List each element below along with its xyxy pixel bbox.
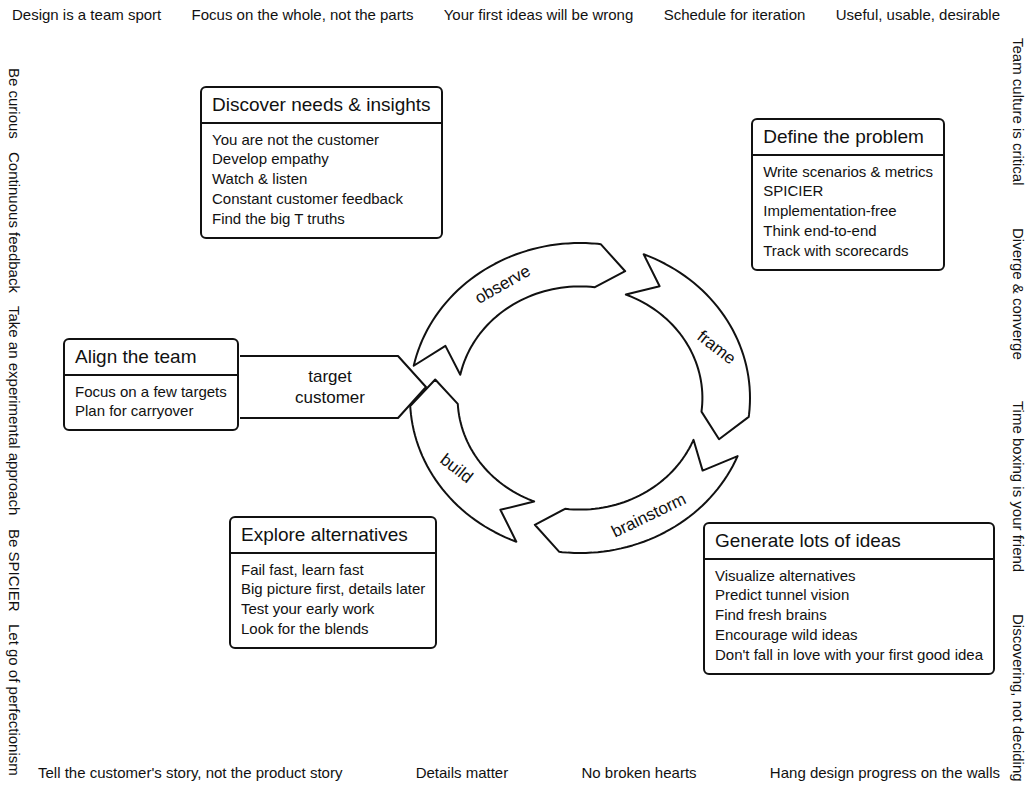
box-body: You are not the customerDevelop empathyW… (202, 124, 441, 237)
box-item: Plan for carryover (75, 401, 227, 421)
box-item: Focus on a few targets (75, 382, 227, 402)
principle-note: No broken hearts (581, 764, 696, 782)
principle-note: Schedule for iteration (664, 6, 806, 24)
box-item: SPICIER (763, 181, 933, 201)
principle-note: Design is a team sport (12, 6, 161, 24)
box-item: Don't fall in love with your first good … (715, 645, 983, 665)
box-item: Fail fast, learn fast (241, 560, 425, 580)
box-heading: Generate lots of ideas (705, 524, 993, 560)
principle-note: Hang design progress on the walls (770, 764, 1000, 782)
target-label: target customer (285, 366, 375, 409)
principle-note: Team culture is critical (1009, 38, 1027, 186)
box-item: Develop empathy (212, 149, 431, 169)
box-item: Big picture first, details later (241, 579, 425, 599)
principle-note: Take an experimental approach (5, 306, 23, 515)
principle-box: Align the teamFocus on a few targetsPlan… (63, 338, 239, 431)
box-item: Encourage wild ideas (715, 625, 983, 645)
principle-note: Continuous feedback (5, 152, 23, 293)
principle-note: Be curious (5, 68, 23, 139)
box-item: Think end-to-end (763, 221, 933, 241)
principle-box: Define the problemWrite scenarios & metr… (751, 118, 945, 271)
principle-box: Explore alternativesFail fast, learn fas… (229, 516, 437, 649)
principle-note: Diverge & converge (1009, 228, 1027, 360)
principle-box: Generate lots of ideasVisualize alternat… (703, 522, 995, 675)
box-body: Fail fast, learn fastBig picture first, … (231, 554, 435, 647)
box-heading: Discover needs & insights (202, 88, 441, 124)
box-item: Look for the blends (241, 619, 425, 639)
box-item: Track with scorecards (763, 241, 933, 261)
box-item: Find the big T truths (212, 209, 431, 229)
target-arrow (240, 356, 426, 418)
box-heading: Define the problem (753, 120, 943, 156)
principle-note: Your first ideas will be wrong (444, 6, 634, 24)
box-body: Focus on a few targetsPlan for carryover (65, 376, 237, 430)
box-heading: Explore alternatives (231, 518, 435, 554)
box-item: Test your early work (241, 599, 425, 619)
box-item: Write scenarios & metrics (763, 162, 933, 182)
box-item: Watch & listen (212, 169, 431, 189)
box-item: Predict tunnel vision (715, 585, 983, 605)
box-body: Visualize alternativesPredict tunnel vis… (705, 560, 993, 673)
box-item: Constant customer feedback (212, 189, 431, 209)
principle-note: Be SPICIER (5, 529, 23, 612)
principle-note: Tell the customer's story, not the produ… (38, 764, 342, 782)
cycle-arrow-segment (414, 243, 625, 375)
principle-note: Details matter (416, 764, 509, 782)
box-item: You are not the customer (212, 130, 431, 150)
box-item: Find fresh brains (715, 605, 983, 625)
box-item: Implementation-free (763, 201, 933, 221)
principle-note: Focus on the whole, not the parts (192, 6, 414, 24)
principle-box: Discover needs & insightsYou are not the… (200, 86, 443, 239)
principle-note: Time boxing is your friend (1009, 401, 1027, 572)
principle-note: Useful, usable, desirable (836, 6, 1000, 24)
cycle-ring (410, 243, 750, 553)
principle-note: Discovering, not deciding (1009, 614, 1027, 782)
principle-note: Let go of perfectionism (5, 624, 23, 776)
box-heading: Align the team (65, 340, 237, 376)
box-item: Visualize alternatives (715, 566, 983, 586)
cycle-arrow-segment (626, 254, 750, 439)
box-body: Write scenarios & metricsSPICIERImplemen… (753, 156, 943, 269)
